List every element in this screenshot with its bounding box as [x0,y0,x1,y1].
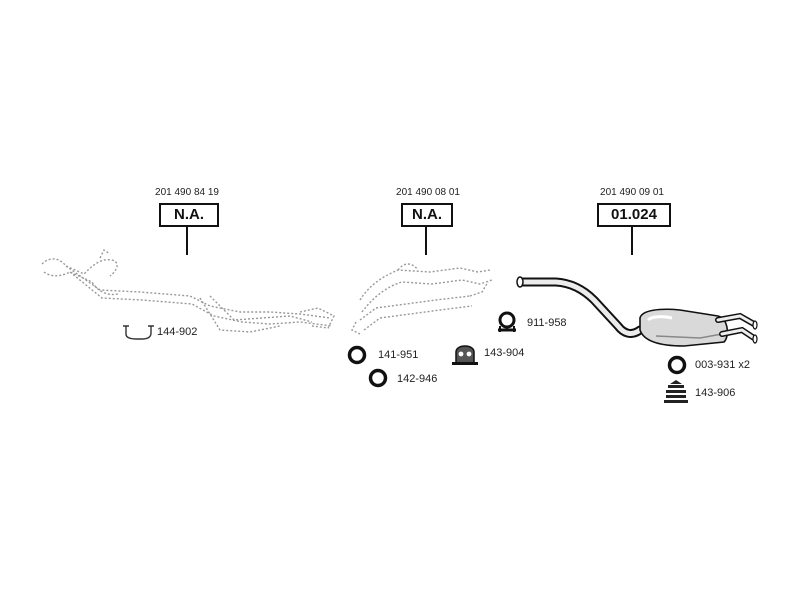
accessory-label-141-951: 141-951 [378,349,419,361]
part-number-3: 201 490 09 01 [600,187,664,198]
accessory-label-911-958: 911-958 [527,317,567,329]
ring-gasket-icon [347,345,367,365]
rubber-mount-icon [452,345,478,365]
u-clamp-icon [123,325,154,340]
center-pipe-drawing [351,263,493,335]
ring-gasket-icon [667,355,687,375]
part-number-1: 201 490 84 19 [155,187,219,198]
leader-line-2 [425,227,427,255]
leader-line-1 [186,227,188,255]
part-number-2: 201 490 08 01 [396,187,460,198]
pipe-clamp-icon [498,311,516,332]
code-box-3[interactable]: 01.024 [597,203,671,227]
accessory-label-143-906: 143-906 [695,387,736,399]
mounting-bracket-icon [664,380,688,403]
rear-muffler-drawing [516,276,758,347]
code-box-1[interactable]: N.A. [159,203,219,227]
ring-gasket-icon [368,368,388,388]
code-box-2[interactable]: N.A. [401,203,453,227]
accessory-label-142-946: 142-946 [397,373,438,385]
accessory-label-144-902: 144-902 [157,326,198,338]
accessory-label-003-931: 003-931 x2 [695,359,751,371]
front-pipe-drawing [41,248,335,333]
accessory-label-143-904: 143-904 [484,347,525,359]
leader-line-3 [631,227,633,255]
